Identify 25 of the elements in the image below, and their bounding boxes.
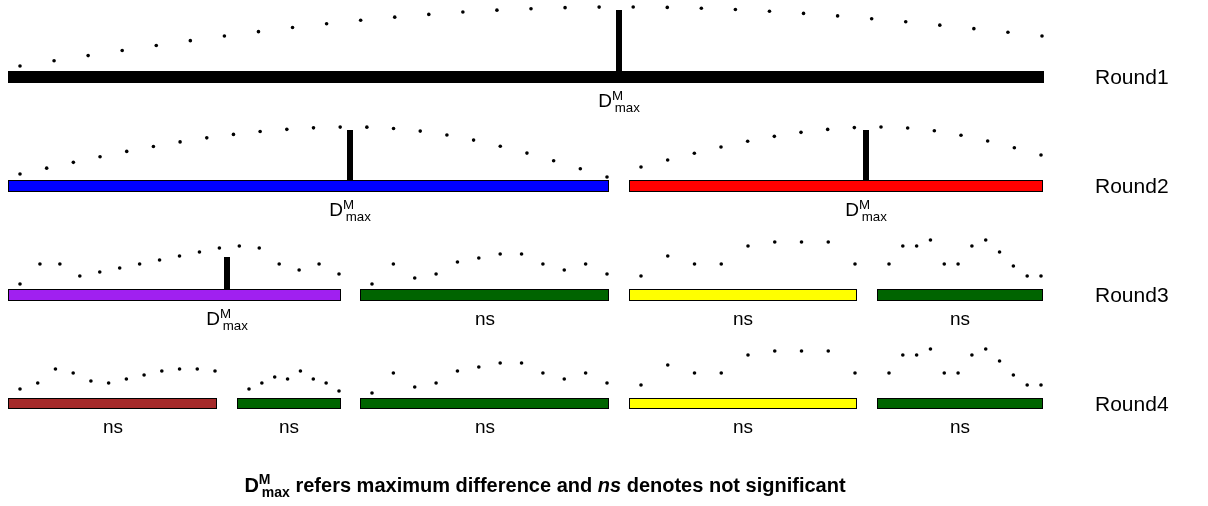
segment-bar [877,289,1043,301]
bar-label: ns [278,417,300,436]
round-label: Round4 [1095,392,1169,416]
segment-bar [360,289,609,301]
segment-bar [8,71,1044,83]
round-label: Round2 [1095,174,1169,198]
bar-label: ns [732,309,754,328]
segment-bar [629,180,1043,192]
bar-label: ns [102,417,124,436]
bar-label: ns [949,309,971,328]
segment-bar [629,398,857,409]
caption: D$^{M}$$_{max}$ refers maximum difference and ns denotes not significant [243,474,847,497]
segment-bar [629,289,857,301]
bar-label: ns [474,309,496,328]
bar-label: ns [949,417,971,436]
segment-bar [8,289,341,301]
bar-label: ns [474,417,496,436]
segment-bar [877,398,1043,409]
segment-bar [8,180,609,192]
segment-bar [8,398,217,409]
segment-bar [237,398,341,409]
round-label: Round1 [1095,65,1169,89]
segment-bar [360,398,609,409]
round-label: Round3 [1095,283,1169,307]
bar-label: ns [732,417,754,436]
